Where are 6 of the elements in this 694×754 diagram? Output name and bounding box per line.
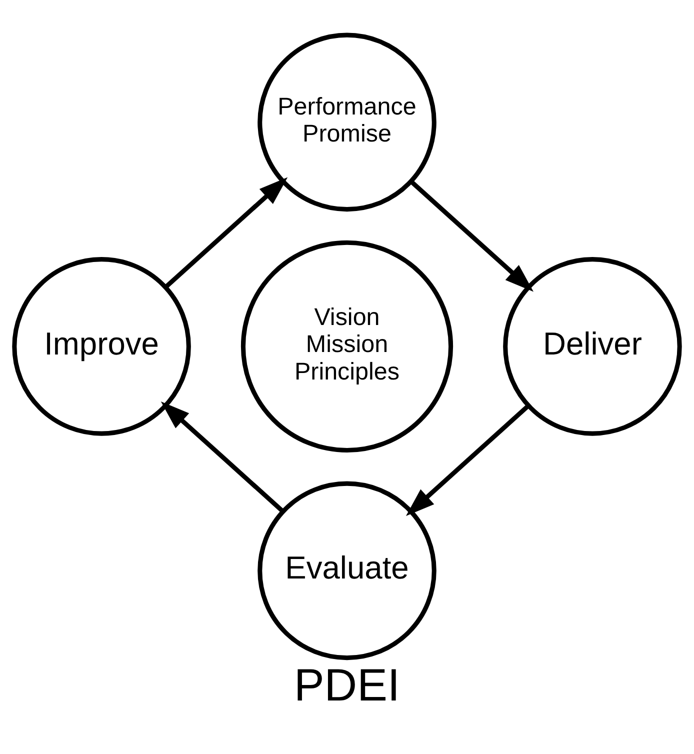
caption: PDEI — [294, 658, 400, 710]
arrow — [406, 404, 530, 516]
node-circle: Vision Mission Principles — [240, 240, 454, 452]
arrow — [160, 400, 284, 513]
arrow — [164, 176, 288, 288]
arrow — [410, 180, 534, 292]
